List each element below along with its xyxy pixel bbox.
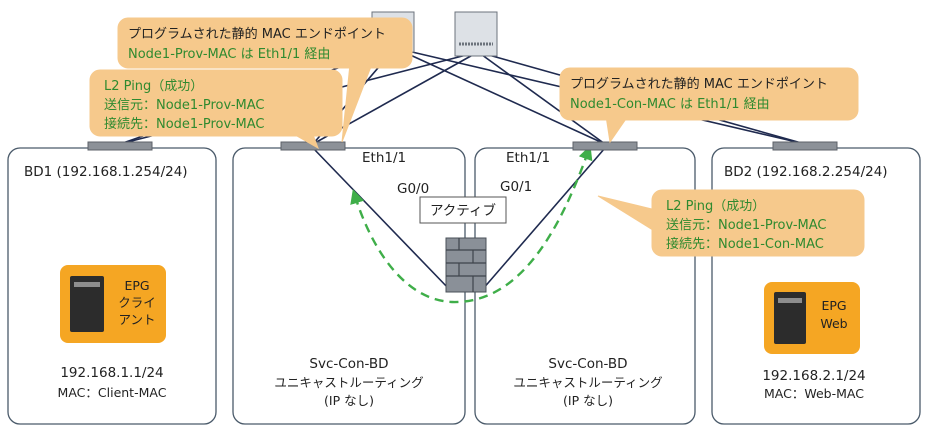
port-fw-left: G0/0 (397, 181, 429, 197)
epg-client-line3: アント (118, 312, 155, 327)
epg-client-line1: EPG (124, 278, 149, 293)
epg-client-icon: EPG クライ アント (60, 265, 166, 343)
epg-web-line2: Web (820, 316, 847, 331)
leaf-switch-bd2 (772, 141, 838, 151)
svc-right-routing: ユニキャストルーティング (513, 375, 662, 390)
leaf-switch-right (572, 141, 638, 151)
leaf-switch-bd1 (87, 141, 153, 151)
callout-static-mac-right-line1: プログラムされた静的 MAC エンドポイント (570, 76, 828, 92)
firewall-state: アクティブ (430, 202, 497, 219)
svc-left-routing: ユニキャストルーティング (274, 375, 423, 390)
callout-ping-left-line1: L2 Ping（成功） (104, 79, 203, 94)
port-fw-right: G0/1 (500, 179, 532, 195)
callout-ping-right-line3: 接続先：Node1-Con-MAC (666, 236, 824, 252)
callout-static-mac-right-line2: Node1-Con-MAC は Eth1/1 経由 (570, 97, 770, 112)
epg-web-line1: EPG (821, 298, 846, 313)
firewall-state-badge (419, 196, 507, 224)
bd1-mac: MAC：Client-MAC (58, 385, 167, 400)
callout-ping-left: L2 Ping（成功） 送信元：Node1-Prov-MAC 接続先：Node1… (89, 69, 343, 150)
spine-switch-right (454, 11, 498, 57)
bd2-ip: 192.168.2.1/24 (762, 368, 865, 384)
svc-right-ip-note: (IP なし) (563, 393, 613, 408)
firewall-icon (445, 237, 487, 293)
callout-ping-left-line3: 接続先：Node1-Prov-MAC (104, 116, 265, 132)
callout-ping-right: L2 Ping（成功） 送信元：Node1-Prov-MAC 接続先：Node1… (597, 189, 865, 257)
callout-static-mac-left-line2: Node1-Prov-MAC は Eth1/1 経由 (128, 47, 330, 62)
port-left-leaf: Eth1/1 (362, 150, 406, 166)
l2-ping-path (350, 145, 593, 304)
svc-right-name: Svc-Con-BD (548, 356, 627, 372)
callout-static-mac-left-line1: プログラムされた静的 MAC エンドポイント (128, 26, 386, 42)
epg-client-line2: クライ (118, 295, 156, 310)
svc-left-name: Svc-Con-BD (309, 356, 388, 372)
callout-static-mac-left: プログラムされた静的 MAC エンドポイント Node1-Prov-MAC は … (117, 17, 413, 143)
bd1-ip: 192.168.1.1/24 (60, 365, 163, 381)
port-right-leaf: Eth1/1 (506, 150, 550, 166)
epg-web-icon: EPG Web (764, 282, 860, 354)
bd2-mac: MAC：Web-MAC (764, 386, 864, 401)
callout-ping-left-line2: 送信元：Node1-Prov-MAC (104, 98, 265, 113)
bd1-title: BD1 (192.168.1.254/24) (24, 164, 188, 180)
svc-left-ip-note: (IP なし) (324, 393, 374, 408)
bd2-title: BD2 (192.168.2.254/24) (724, 164, 888, 180)
callout-ping-right-line1: L2 Ping（成功） (666, 199, 765, 214)
callout-static-mac-right: プログラムされた静的 MAC エンドポイント Node1-Con-MAC は E… (559, 67, 859, 144)
callout-ping-right-line2: 送信元：Node1-Prov-MAC (666, 218, 827, 233)
